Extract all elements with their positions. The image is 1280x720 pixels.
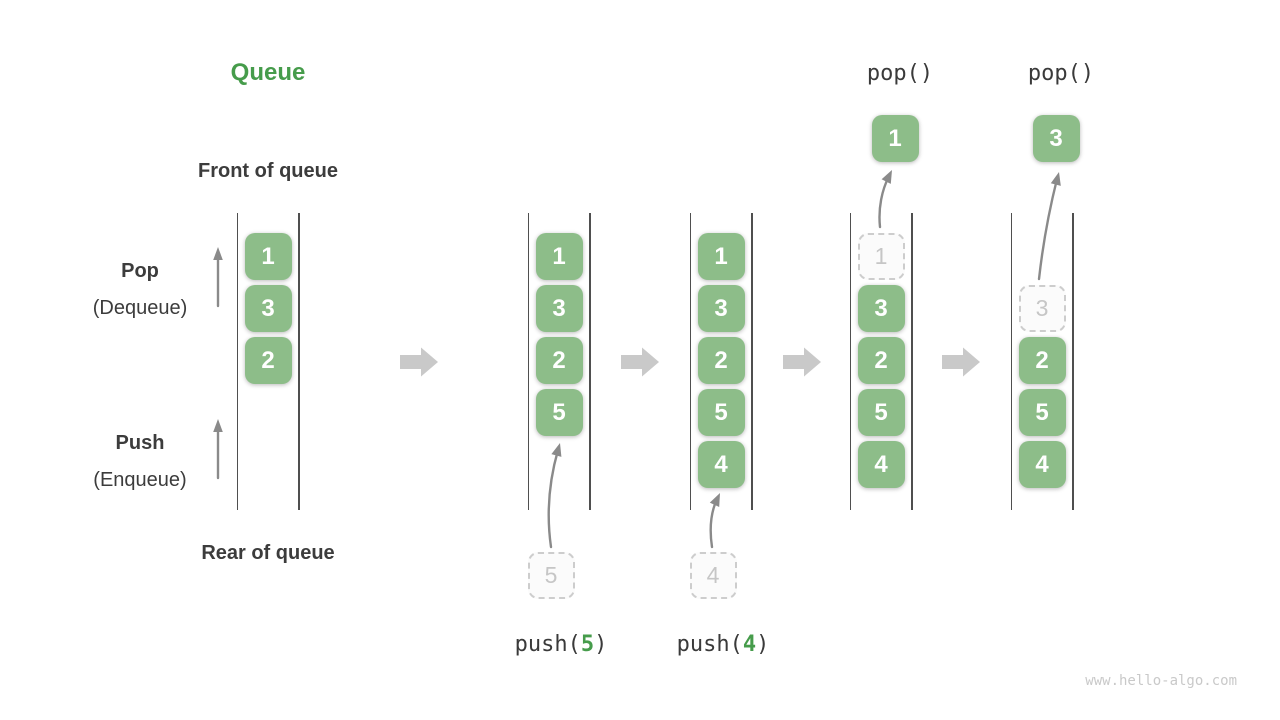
element-value: 1	[261, 242, 275, 270]
queue-element: 5	[1018, 389, 1066, 436]
element-value: push(	[676, 632, 743, 657]
element-value: 4	[714, 450, 728, 478]
push-call-label: push(5)	[481, 632, 641, 657]
element-value: 1	[874, 243, 888, 269]
element-value: 5	[714, 398, 728, 426]
element-value: )	[594, 632, 608, 657]
queue-element: 3	[857, 285, 905, 332]
step-arrow-icon	[400, 347, 438, 377]
element-value: 3	[1049, 124, 1063, 152]
push-label-group: Push (Enqueue)	[40, 425, 240, 499]
element-value: 3	[261, 294, 275, 322]
queue-element: 4	[857, 441, 905, 488]
queue-element: 5	[697, 389, 745, 436]
queue-element: 3	[244, 285, 292, 332]
step-arrow-icon	[942, 347, 980, 377]
queue-rail-right	[911, 213, 913, 510]
pop-call-label: pop()	[981, 61, 1141, 86]
queue-element: 5	[535, 389, 583, 436]
queue-element: 2	[535, 337, 583, 384]
pop-direction-arrow-icon	[213, 247, 223, 308]
queue-element-ghost: 3	[1018, 285, 1066, 332]
queue-rail-left	[689, 213, 691, 510]
queue-rail-left	[236, 213, 238, 510]
rear-of-queue-label: Rear of queue	[201, 542, 335, 564]
element-value: )	[756, 632, 770, 657]
push-label: Push	[115, 432, 165, 454]
front-of-queue-label: Front of queue	[198, 160, 338, 182]
pop-call-label: pop()	[820, 61, 980, 86]
queue-element: 1	[697, 233, 745, 280]
queue-element: 2	[244, 337, 292, 384]
queue-element: 2	[1018, 337, 1066, 384]
dequeue-label: (Dequeue)	[92, 297, 188, 319]
queue-element: 4	[1018, 441, 1066, 488]
queue-element: 2	[857, 337, 905, 384]
element-value: 2	[874, 346, 888, 374]
pop-arrow-icon	[1037, 172, 1061, 281]
queue-rail-right	[298, 213, 300, 510]
step-arrow-icon	[783, 347, 821, 377]
element-value: 5	[544, 562, 558, 588]
element-value: 3	[874, 294, 888, 322]
element-value: push(	[514, 632, 581, 657]
incoming-element-box: 4	[689, 552, 737, 599]
element-value: 4	[706, 562, 720, 588]
element-value: 5	[580, 632, 595, 657]
queue-element: 1	[535, 233, 583, 280]
queue-rail-left	[1010, 213, 1012, 510]
element-value: 1	[714, 242, 728, 270]
element-value: 4	[874, 450, 888, 478]
pop-arrow-icon	[878, 170, 892, 229]
queue-rail-right	[1072, 213, 1074, 510]
element-value: pop()	[866, 61, 934, 86]
queue-element: 3	[535, 285, 583, 332]
queue-rail-right	[589, 213, 591, 510]
pop-label-group: Pop (Dequeue)	[40, 253, 240, 327]
push-arrow-icon	[547, 443, 562, 549]
element-value: 4	[1035, 450, 1049, 478]
push-direction-arrow-icon	[213, 419, 223, 480]
element-value: 3	[714, 294, 728, 322]
queue-element: 3	[697, 285, 745, 332]
pop-label: Pop	[121, 260, 159, 282]
element-value: 2	[261, 346, 275, 374]
queue-element: 4	[697, 441, 745, 488]
push-arrow-icon	[709, 493, 720, 549]
popped-element-box: 1	[871, 115, 919, 162]
popped-element-box: 3	[1032, 115, 1080, 162]
element-value: 5	[874, 398, 888, 426]
queue-element: 1	[244, 233, 292, 280]
diagram-title: Queue	[230, 59, 306, 86]
element-value: 1	[888, 124, 902, 152]
element-value: 2	[714, 346, 728, 374]
element-value: 4	[742, 632, 757, 657]
queue-rail-left	[849, 213, 851, 510]
queue-rail-right	[751, 213, 753, 510]
element-value: 5	[1035, 398, 1049, 426]
element-value: 3	[552, 294, 566, 322]
element-value: 2	[1035, 346, 1049, 374]
step-arrow-icon	[621, 347, 659, 377]
queue-rail-left	[527, 213, 529, 510]
element-value: 2	[552, 346, 566, 374]
element-value: 5	[552, 398, 566, 426]
queue-element: 5	[857, 389, 905, 436]
enqueue-label: (Enqueue)	[93, 469, 187, 491]
queue-element-ghost: 1	[857, 233, 905, 280]
element-value: pop()	[1027, 61, 1095, 86]
watermark: www.hello-algo.com	[1085, 673, 1237, 689]
queue-element: 2	[697, 337, 745, 384]
element-value: 1	[552, 242, 566, 270]
push-call-label: push(4)	[643, 632, 803, 657]
incoming-element-box: 5	[527, 552, 575, 599]
element-value: 3	[1035, 295, 1049, 321]
